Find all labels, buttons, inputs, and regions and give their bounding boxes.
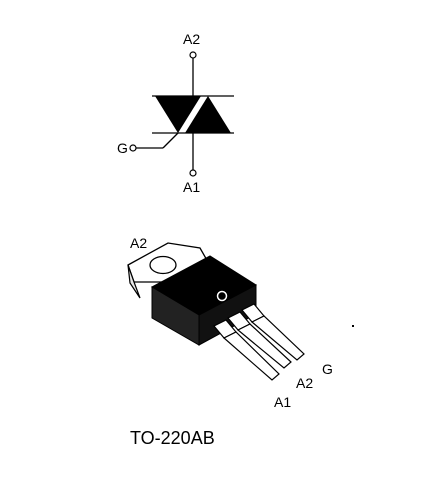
terminal-a2-node bbox=[189, 51, 197, 59]
triac-right-triangle bbox=[185, 96, 231, 133]
terminal-g-node bbox=[129, 144, 137, 152]
body-marking-dot bbox=[216, 290, 228, 302]
to220-package: A2 G A2 A1 bbox=[127, 235, 354, 410]
gate-diagonal-line bbox=[162, 132, 179, 149]
lead-g-pin bbox=[250, 315, 305, 361]
stray-mark bbox=[352, 325, 354, 327]
symbol-terminal-g-label: G bbox=[117, 140, 128, 156]
lead-a1-pin bbox=[222, 331, 280, 381]
package-pin-a2-label: A2 bbox=[296, 375, 313, 391]
triac-symbol: A2 A1 G bbox=[117, 31, 234, 195]
symbol-terminal-a1-label: A1 bbox=[183, 179, 200, 195]
metal-tab-side bbox=[127, 264, 141, 299]
mounting-hole bbox=[149, 255, 177, 275]
package-name-label: TO-220AB bbox=[130, 428, 215, 448]
package-pin-g-label: G bbox=[322, 361, 333, 377]
triac-left-triangle bbox=[155, 96, 201, 133]
package-tab-a2-label: A2 bbox=[130, 235, 147, 251]
package-pin-a1-label: A1 bbox=[274, 394, 291, 410]
terminal-a1-node bbox=[189, 169, 197, 177]
lead-a2-pin bbox=[236, 323, 292, 369]
symbol-terminal-a2-label: A2 bbox=[183, 31, 200, 47]
